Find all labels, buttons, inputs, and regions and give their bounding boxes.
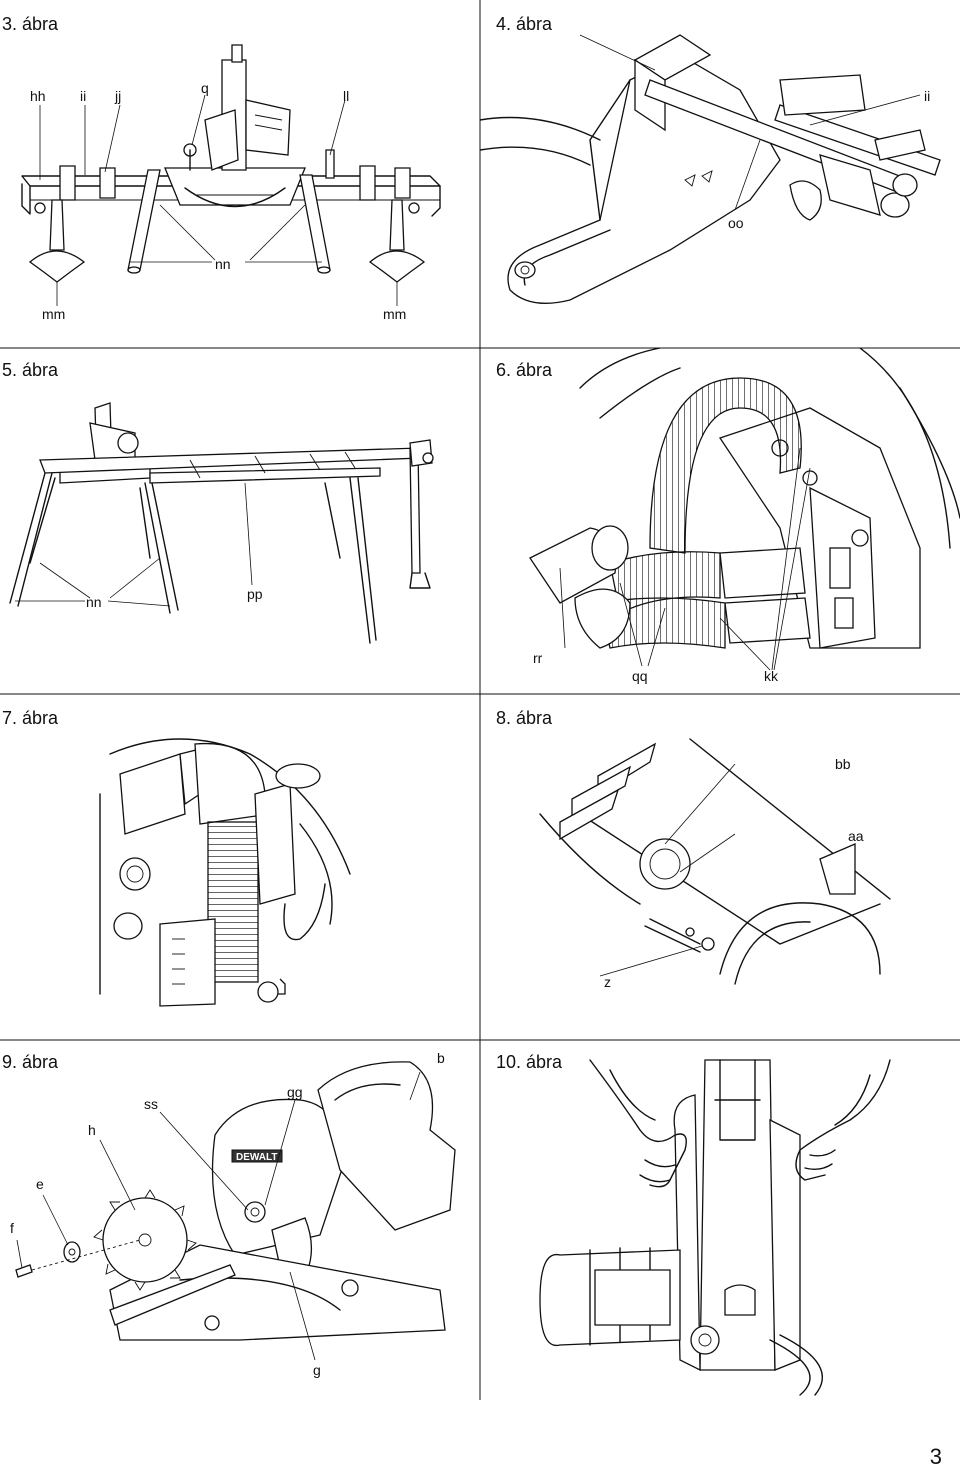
page-number: 3 (929, 1444, 942, 1469)
label-aa: aa (848, 828, 864, 844)
figure-10-illustration (539, 1059, 891, 1396)
figure-5-illustration (9, 402, 434, 644)
label-pp: pp (247, 586, 263, 602)
figure-title: 7. ábra (2, 708, 59, 728)
figure-3-panel: 3. ábra (0, 0, 480, 348)
figure-title: 4. ábra (496, 14, 553, 34)
label-mm-right: mm (383, 306, 407, 322)
figure-3-illustration (21, 44, 441, 306)
figure-8-illustration (539, 738, 891, 985)
label-rr: rr (533, 650, 543, 666)
label-ll: ll (343, 88, 350, 104)
figure-4-panel: 4. ábra ii oo (480, 0, 960, 348)
label-qq: qq (632, 668, 648, 684)
label-jj: jj (115, 88, 122, 104)
figure-title: 8. ábra (496, 708, 553, 728)
figure-6-panel: 6. ábra rr q (480, 348, 960, 694)
figure-5-panel: 5. ábra nn pp (0, 348, 480, 694)
label-e: e (36, 1176, 44, 1192)
label-b: b (437, 1050, 445, 1066)
figure-7-panel: 7. ábra (0, 694, 480, 1040)
label-kk: kk (764, 668, 778, 684)
label-ii: ii (924, 88, 931, 104)
figure-7-illustration (99, 738, 351, 1007)
label-ss: ss (144, 1096, 158, 1112)
label-z: z (604, 974, 611, 990)
label-nn: nn (215, 256, 231, 272)
figure-8-panel: 8. ábra bb aa z (480, 694, 960, 1040)
label-h: h (88, 1122, 96, 1138)
figure-6-illustration (529, 348, 960, 671)
saw-blade-icon (102, 1197, 188, 1283)
label-hh: hh (30, 88, 46, 104)
figure-title: 5. ábra (2, 360, 59, 380)
label-g: g (313, 1362, 321, 1378)
figure-10-panel: 10. ábra (480, 1040, 960, 1400)
label-ii: ii (80, 88, 87, 104)
figure-9-panel: 9. ábra DEWALT b (0, 1040, 480, 1400)
label-nn: nn (86, 594, 102, 610)
figure-title: 3. ábra (2, 14, 59, 34)
figure-4-illustration (480, 34, 941, 304)
figure-title: 9. ábra (2, 1052, 59, 1072)
brand-text: DEWALT (236, 1152, 277, 1163)
figure-title: 10. ábra (496, 1052, 563, 1072)
label-bb: bb (835, 756, 851, 772)
figure-9-illustration: DEWALT (15, 1061, 456, 1361)
label-mm-left: mm (42, 306, 66, 322)
figure-title: 6. ábra (496, 360, 553, 380)
label-q: q (201, 80, 209, 96)
label-oo: oo (728, 215, 744, 231)
label-gg: gg (287, 1084, 303, 1100)
label-f: f (10, 1220, 14, 1236)
